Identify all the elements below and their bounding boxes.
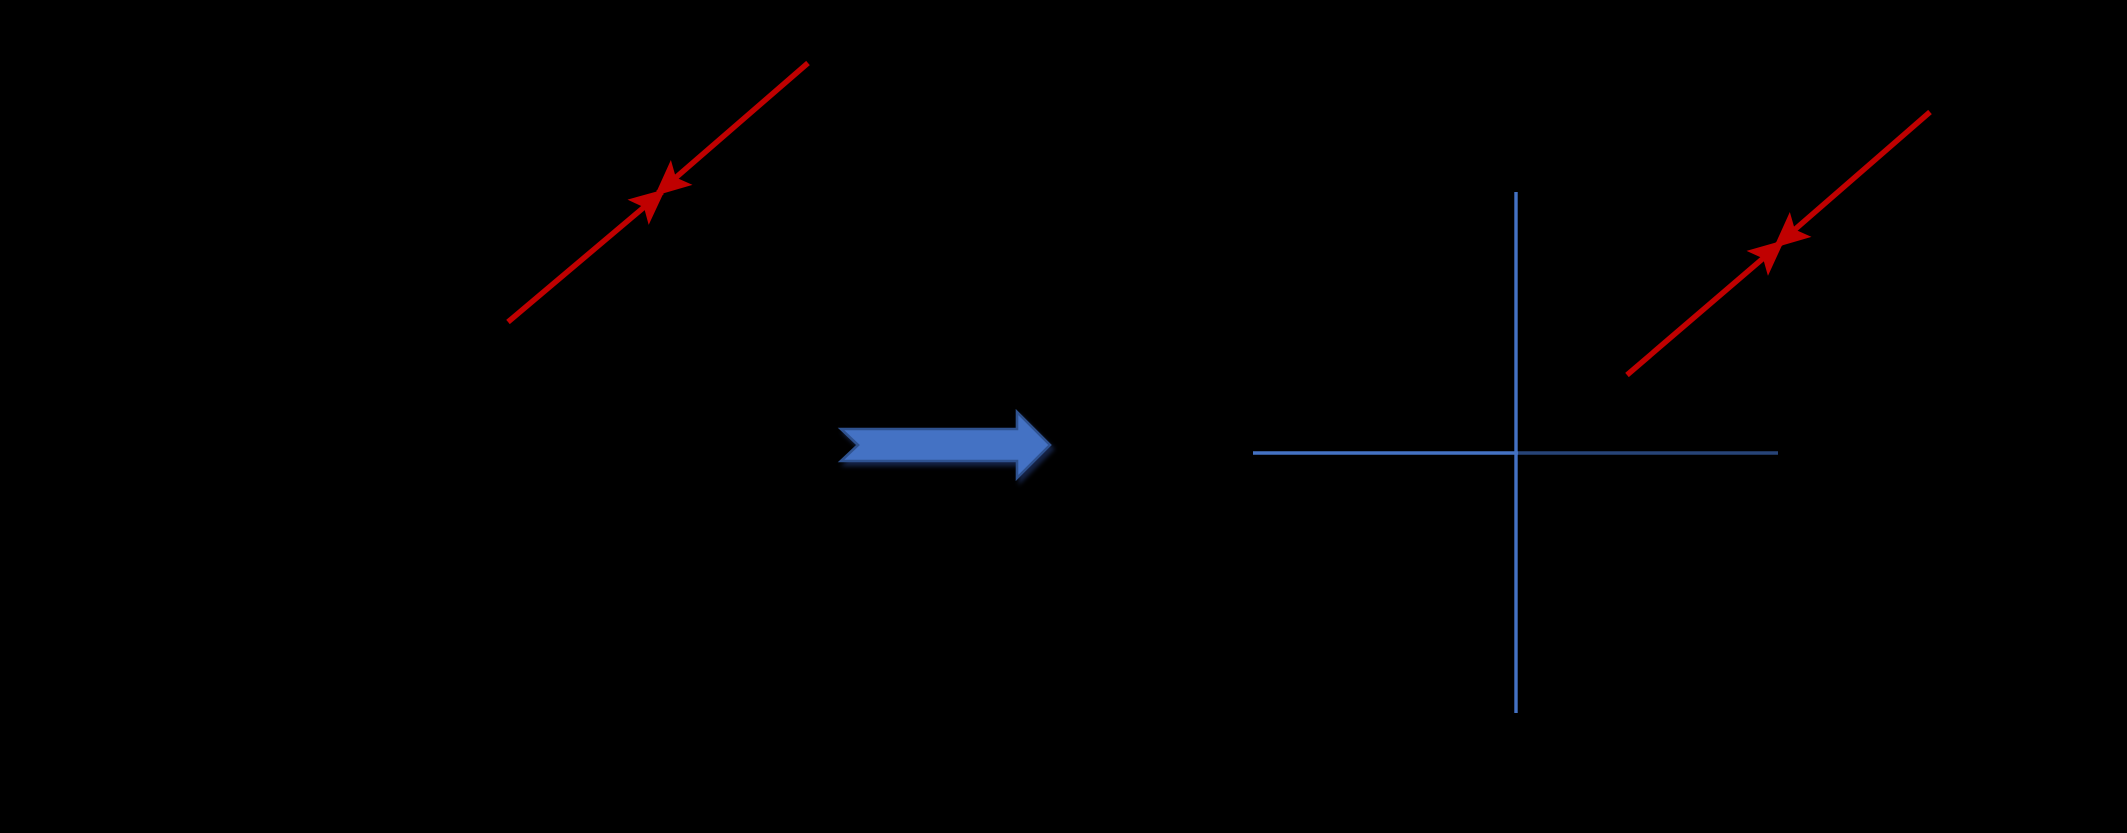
- source-segment-group: [506, 60, 810, 325]
- source-segment-lower-half: [506, 189, 666, 325]
- coordinate-axes-group: [1253, 192, 1778, 713]
- placed-segment-lower-half: [1625, 240, 1785, 378]
- placed-segment-group: [1625, 109, 1932, 378]
- placed-segment-upper-half: [1773, 109, 1932, 248]
- transform-block-arrow: [837, 408, 1052, 482]
- source-segment-upper-half: [654, 60, 810, 196]
